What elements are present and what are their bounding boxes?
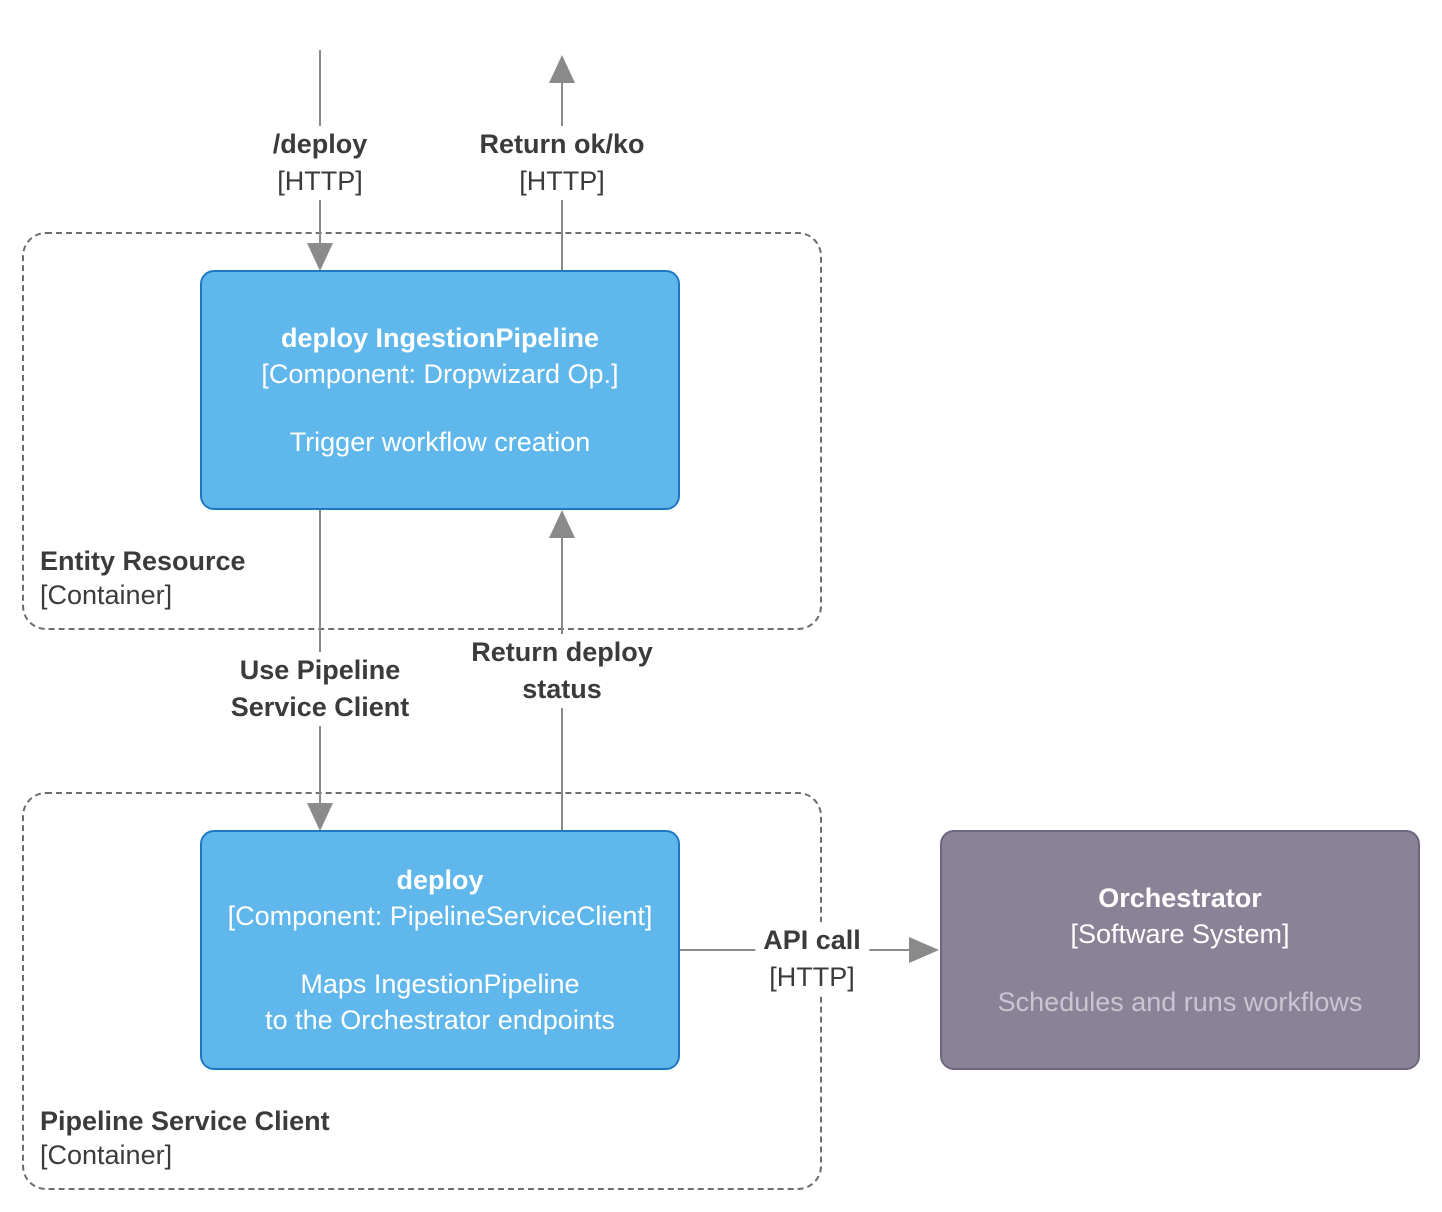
relationship-name-line1: Return deploy bbox=[471, 637, 653, 667]
label-use-pipeline-client: Use Pipeline Service Client bbox=[222, 652, 418, 726]
component-description-line2: to the Orchestrator endpoints bbox=[265, 1005, 615, 1035]
software-system-orchestrator: Orchestrator [Software System] Schedules… bbox=[940, 830, 1420, 1070]
container-type: [Container] bbox=[40, 1140, 173, 1170]
use-pipeline-client-arrowhead-down-icon bbox=[307, 803, 333, 831]
system-meta: [Software System] bbox=[1070, 919, 1290, 949]
label-return-deploy-status: Return deploy status bbox=[463, 634, 661, 708]
relationship-technology: [HTTP] bbox=[277, 166, 363, 196]
deploy-request-arrowhead-down-icon bbox=[307, 243, 333, 271]
container-name: Entity Resource bbox=[40, 546, 246, 576]
component-description: Trigger workflow creation bbox=[289, 427, 591, 457]
return-deploy-status-arrowhead-up-icon bbox=[549, 510, 575, 538]
relationship-name: Return ok/ko bbox=[479, 129, 645, 159]
component-title: deploy bbox=[396, 865, 484, 895]
label-return-ok-ko: Return ok/ko [HTTP] bbox=[471, 126, 653, 200]
label-api-call: API call [HTTP] bbox=[755, 922, 869, 996]
component-deploy-ingestion-pipeline: deploy IngestionPipeline [Component: Dro… bbox=[200, 270, 680, 510]
relationship-name-line2: status bbox=[522, 674, 602, 704]
component-title: deploy IngestionPipeline bbox=[280, 323, 600, 353]
component-deploy-pipeline-service-client: deploy [Component: PipelineServiceClient… bbox=[200, 830, 680, 1070]
relationship-technology: [HTTP] bbox=[769, 962, 855, 992]
component-meta: [Component: PipelineServiceClient] bbox=[227, 901, 653, 931]
relationship-name-line1: Use Pipeline bbox=[239, 655, 401, 685]
component-description: Maps IngestionPipeline to the Orchestrat… bbox=[265, 966, 615, 1038]
return-ok-ko-arrowhead-up-icon bbox=[549, 55, 575, 83]
relationship-name: API call bbox=[763, 925, 861, 955]
container-type: [Container] bbox=[40, 580, 173, 610]
container-entity-resource: Entity Resource [Container] bbox=[22, 232, 822, 630]
relationship-technology: [HTTP] bbox=[519, 166, 605, 196]
system-description: Schedules and runs workflows bbox=[997, 987, 1363, 1017]
relationship-name-line2: Service Client bbox=[230, 692, 410, 722]
container-pipeline-service-client-label: Pipeline Service Client [Container] bbox=[40, 1104, 330, 1172]
api-call-arrowhead-right-icon bbox=[909, 937, 939, 963]
component-meta: [Component: Dropwizard Op.] bbox=[261, 359, 619, 389]
relationship-name: /deploy bbox=[272, 129, 368, 159]
label-deploy-request: /deploy [HTTP] bbox=[264, 126, 376, 200]
container-name: Pipeline Service Client bbox=[40, 1106, 330, 1136]
system-title: Orchestrator bbox=[1098, 883, 1262, 913]
container-pipeline-service-client: Pipeline Service Client [Container] bbox=[22, 792, 822, 1190]
component-description-line1: Maps IngestionPipeline bbox=[300, 969, 580, 999]
container-entity-resource-label: Entity Resource [Container] bbox=[40, 544, 246, 612]
